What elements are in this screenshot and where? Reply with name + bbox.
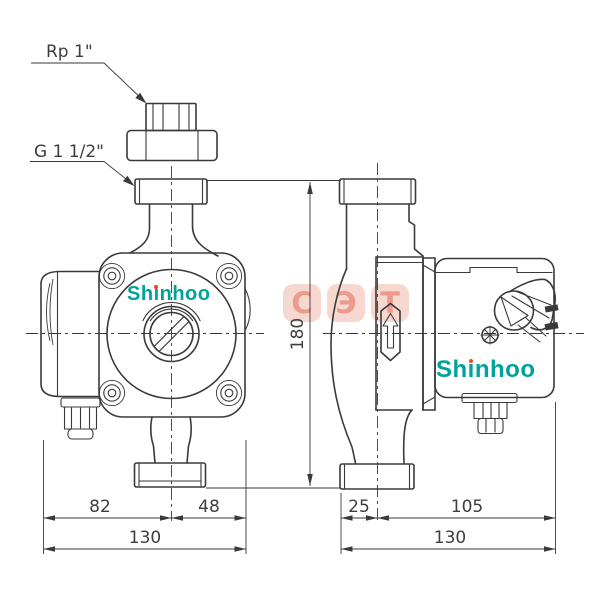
watermark-tile: С [283,284,321,322]
dim-front-width: 130 [129,528,161,548]
plug-slot [158,321,190,352]
dim-side-left: 25 [348,497,370,517]
side-bottom-port [339,463,415,490]
dim-front-left: 82 [89,497,111,517]
watermark-letter: С [291,286,313,320]
cable-gland-front [60,397,101,440]
flange-plate [375,256,424,464]
union-nut [126,102,218,162]
terminal-box [40,270,100,398]
volute [330,268,357,464]
screw-icon [480,325,500,345]
pump-housing [98,252,246,418]
watermark-letter: Э [335,286,357,320]
bottom-neck [150,416,156,464]
speed-mark [544,304,559,313]
side-view [323,163,584,521]
plug-ring-arc [142,301,201,322]
corner-bolts [98,262,243,407]
flow-direction-indicator [380,302,401,362]
dim-overall-height: 180 [288,318,308,350]
speed-mark [544,321,559,331]
motor-section [422,257,436,411]
top-port [134,178,208,205]
cable-gland-side [461,392,518,435]
dim-front-right: 48 [198,497,220,517]
speed-selector-knob [493,278,559,343]
bottom-neck [186,416,192,464]
dimension-arrows [43,182,556,552]
brand-logo-side: Shınhoo [436,356,536,383]
brand-logo-front: Shınhoo [127,283,211,305]
label-g112: G 1 1/2" [34,142,104,162]
front-view [26,102,264,521]
top-neck [191,203,219,257]
leader-labels: Rp 1" G 1 1/2" [30,42,147,186]
dim-side-depth: 130 [434,528,466,548]
dimension-lines: 82 48 130 25 105 130 180 [43,180,556,554]
bottom-port [133,462,207,488]
label-rp1: Rp 1" [46,42,93,62]
side-pipe [408,203,424,257]
dim-side-right: 105 [451,497,483,517]
flow-arrow-icon [382,312,399,349]
top-neck [129,203,151,254]
plug-slot [153,316,185,347]
housing-side-bulge [244,287,251,332]
